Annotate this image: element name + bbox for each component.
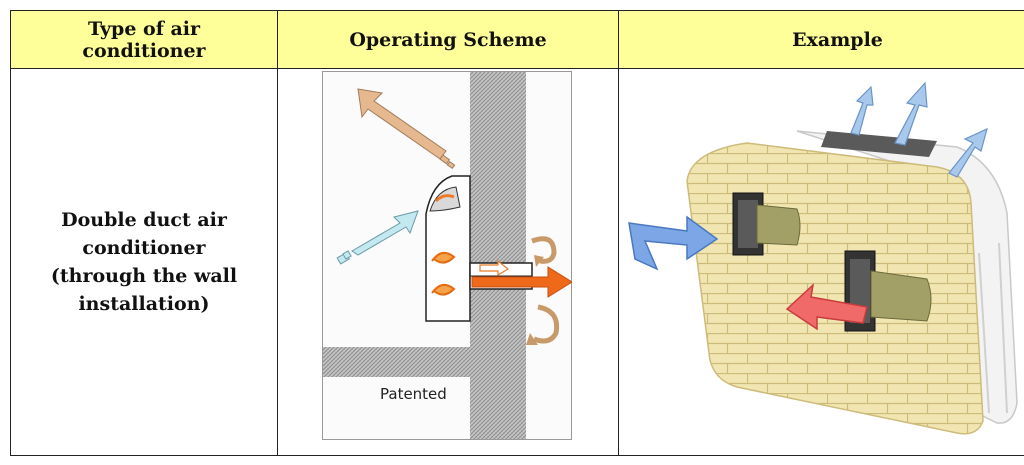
table-row: Double duct air conditioner (through the… xyxy=(10,68,1024,456)
type-line: Double duct air xyxy=(61,209,227,231)
intake-curl-arrow xyxy=(531,236,557,264)
duct-upper xyxy=(732,192,801,256)
hot-air-arrow xyxy=(471,266,572,298)
air-conditioner-table: Type of air conditioner Operating Scheme… xyxy=(10,10,1024,456)
ac-unit xyxy=(425,175,471,322)
brick-wall xyxy=(686,142,984,435)
exhaust-air-arrow xyxy=(357,88,456,170)
wall xyxy=(470,72,526,439)
top-airflow-arrows xyxy=(850,81,988,178)
header-row: Type of air conditioner Operating Scheme… xyxy=(10,10,1024,69)
outlet-curl-arrowhead xyxy=(526,333,538,345)
type-line: installation) xyxy=(78,293,210,315)
outlet-curl-arrow xyxy=(533,304,560,344)
type-line: conditioner xyxy=(82,237,206,259)
type-line: (through the wall xyxy=(50,265,238,287)
type-cell: Double duct air conditioner (through the… xyxy=(10,68,278,456)
example-cell xyxy=(618,68,1024,456)
header-operating-scheme: Operating Scheme xyxy=(277,10,619,69)
patented-label: Patented xyxy=(380,385,447,403)
intake-curl-arrowhead xyxy=(534,255,544,267)
operating-scheme-cell: Patented xyxy=(277,68,619,456)
red-outlet-arrow xyxy=(785,282,868,331)
intake-air-arrow xyxy=(336,210,419,265)
example-illustration xyxy=(628,81,1018,435)
floor xyxy=(323,347,470,377)
ac-top-vents xyxy=(821,131,937,157)
operating-scheme-diagram: Patented xyxy=(322,71,572,440)
header-type: Type of air conditioner xyxy=(10,10,278,69)
header-example: Example xyxy=(618,10,1024,69)
blue-intake-arrow xyxy=(628,215,719,271)
